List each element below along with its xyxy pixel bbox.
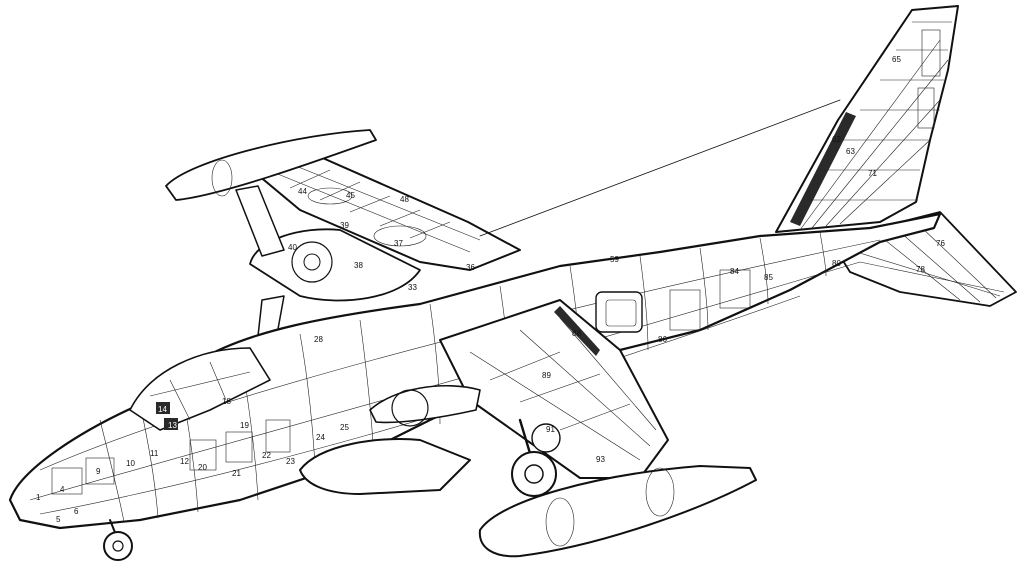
callout-label: 19 <box>240 421 249 430</box>
callout-label: 63 <box>846 147 855 156</box>
landing-gear <box>103 418 561 561</box>
callout-label: 39 <box>340 221 349 230</box>
vertical-fin <box>775 5 959 233</box>
callout-label: 14 <box>158 405 167 414</box>
callout-label: 24 <box>316 433 325 442</box>
callout-label: 88 <box>572 329 581 338</box>
callout-label: 12 <box>180 457 189 466</box>
callout-label: 11 <box>150 449 159 458</box>
callout-label: 38 <box>354 261 363 270</box>
callout-label: 91 <box>546 425 555 434</box>
callout-label: 37 <box>394 239 403 248</box>
callout-label: 22 <box>262 451 271 460</box>
lower-wing <box>439 299 757 558</box>
antenna-wire <box>479 99 841 237</box>
callout-label: 33 <box>408 283 417 292</box>
callout-labels: 65 63 71 62 76 78 80 84 85 86 88 89 91 9… <box>36 55 945 524</box>
upper-wing <box>165 129 521 271</box>
callout-label: 40 <box>288 243 297 252</box>
callout-label: 18 <box>222 397 231 406</box>
upper-engine-nacelle <box>235 185 421 341</box>
callout-label: 9 <box>96 467 101 476</box>
callout-label: 48 <box>400 195 409 204</box>
callout-label: 80 <box>832 259 841 268</box>
callout-label: 23 <box>286 457 295 466</box>
callout-label: 93 <box>596 455 605 464</box>
callout-label: 1 <box>36 493 41 502</box>
callout-label: 86 <box>658 335 667 344</box>
callout-label: 21 <box>232 469 241 478</box>
lower-engine-nacelle <box>299 384 481 495</box>
callout-label: 5 <box>56 515 61 524</box>
callout-label: 84 <box>730 267 739 276</box>
callout-label: 13 <box>168 421 177 430</box>
callout-label: 62 <box>832 135 841 144</box>
callout-label: 10 <box>126 459 135 468</box>
callout-label: 89 <box>542 371 551 380</box>
callout-label: 76 <box>936 239 945 248</box>
callout-label: 65 <box>892 55 901 64</box>
callout-label: 59 <box>610 255 619 264</box>
callout-label: 85 <box>764 273 773 282</box>
callout-label: 28 <box>314 335 323 344</box>
callout-label: 20 <box>198 463 207 472</box>
callout-label: 78 <box>916 265 925 274</box>
callout-label: 6 <box>74 507 79 516</box>
callout-label: 25 <box>340 423 349 432</box>
callout-label: 36 <box>466 263 475 272</box>
callout-label: 71 <box>868 169 877 178</box>
callout-label: 44 <box>298 187 307 196</box>
callout-label: 4 <box>60 485 65 494</box>
callout-label: 45 <box>346 191 355 200</box>
